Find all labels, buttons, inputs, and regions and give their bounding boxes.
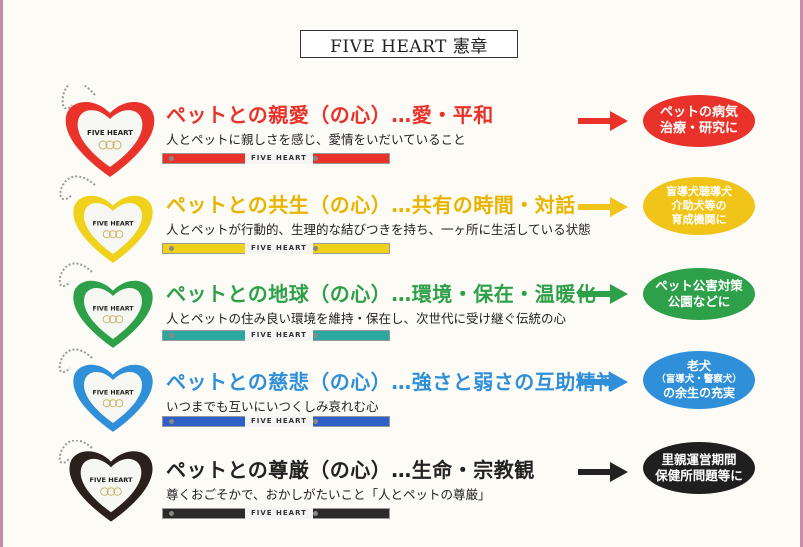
strap-stud-icon bbox=[169, 156, 174, 161]
row-description: 人とペットに親しさを感じ、愛情をいだいていること bbox=[166, 132, 466, 147]
charter-row-1: FIVE HEART ペットとの親愛（の心）…愛・平和 人とペットに親しさを感じ… bbox=[0, 85, 803, 177]
strap-stud-icon bbox=[313, 511, 318, 516]
target-badge: 盲導犬聴導犬 介助犬等の 育成機関に bbox=[643, 177, 755, 235]
strap-label: FIVE HEART bbox=[245, 416, 313, 427]
row-description: 人とペットの住み良い環境を維持・保在し、次世代に受け継ぐ伝統の心 bbox=[166, 311, 567, 326]
target-line: 老犬 bbox=[686, 359, 711, 374]
left-frame-border bbox=[0, 0, 3, 547]
strap-label: FIVE HEART bbox=[245, 330, 313, 341]
page-title: FIVE HEART 憲章 bbox=[300, 30, 518, 58]
heart-keychain-icon: FIVE HEART bbox=[73, 364, 153, 432]
target-line: 盲導犬聴導犬 bbox=[666, 185, 732, 199]
target-badge: ペットの病気 治療・研究に bbox=[643, 95, 755, 147]
ball-chain-icon bbox=[58, 348, 93, 374]
row-description: 尊くおごそかで、おかしがたいこと「人とペットの尊厳」 bbox=[166, 487, 491, 502]
strap-stud-icon bbox=[313, 156, 318, 161]
heart-keychain-icon: FIVE HEART bbox=[69, 451, 153, 522]
target-line: 治療・研究に bbox=[659, 121, 738, 136]
strap-band: FIVE HEART bbox=[162, 416, 390, 427]
strap-stud-icon bbox=[169, 511, 174, 516]
charter-row-4: FIVE HEART ペットとの慈悲（の心）…強さと弱さの互助精神 いつまでも互… bbox=[0, 348, 803, 438]
heart-keychain-icon: FIVE HEART bbox=[73, 280, 153, 348]
strap-band: FIVE HEART bbox=[162, 508, 390, 519]
strap-label: FIVE HEART bbox=[245, 508, 313, 519]
right-frame-border bbox=[800, 0, 803, 547]
target-line: （盲導犬・警察犬） bbox=[656, 374, 742, 386]
heart-label: FIVE HEART bbox=[87, 129, 133, 137]
row-heading: ペットとの親愛（の心）…愛・平和 bbox=[166, 103, 494, 127]
ball-chain-icon bbox=[61, 85, 96, 110]
row-heading: ペットとの地球（の心）…環境・保在・温暖化 bbox=[166, 282, 597, 306]
row-heading: ペットとの慈悲（の心）…強さと弱さの互助精神 bbox=[166, 370, 617, 394]
heart-keychain-icon: FIVE HEART bbox=[73, 195, 153, 263]
heart-keychain-icon: FIVE HEART bbox=[65, 101, 155, 177]
strap-stud-icon bbox=[313, 419, 318, 424]
row-heading: ペットとの共生（の心）…共有の時間・対話 bbox=[166, 193, 576, 217]
target-line: 里親運営期間 bbox=[661, 452, 737, 468]
strap-label: FIVE HEART bbox=[245, 153, 313, 164]
arrow-right-icon bbox=[578, 372, 628, 392]
target-line: 公園などに bbox=[667, 294, 731, 309]
target-badge: 里親運営期間 保健所問題等に bbox=[643, 442, 755, 494]
row-description: いつまでも互いにいつくしみ哀れむ心 bbox=[166, 399, 379, 414]
strap-stud-icon bbox=[313, 246, 318, 251]
arrow-right-icon bbox=[578, 462, 628, 482]
strap-stud-icon bbox=[169, 333, 174, 338]
charter-row-5: FIVE HEART ペットとの尊厳（の心）…生命・宗教観 尊くおごそかで、おか… bbox=[0, 440, 803, 530]
heart-label: FIVE HEART bbox=[92, 389, 134, 396]
target-line: ペットの病気 bbox=[659, 104, 738, 120]
row-description: 人とペットが行動的、生理的な結びつきを持ち、一ヶ所に生活している状態 bbox=[166, 222, 591, 237]
target-line: 保健所問題等に bbox=[655, 468, 743, 483]
strap-stud-icon bbox=[313, 333, 318, 338]
charter-row-3: FIVE HEART ペットとの地球（の心）…環境・保在・温暖化 人とペットの住… bbox=[0, 262, 803, 352]
strap-stud-icon bbox=[169, 419, 174, 424]
ball-chain-icon bbox=[58, 262, 93, 288]
target-line: 介助犬等の bbox=[671, 199, 727, 213]
heart-label: FIVE HEART bbox=[90, 476, 133, 484]
strap-stud-icon bbox=[169, 246, 174, 251]
heart-label: FIVE HEART bbox=[92, 305, 134, 312]
target-line: 育成機関に bbox=[671, 212, 727, 226]
strap-label: FIVE HEART bbox=[245, 243, 313, 254]
ball-chain-icon bbox=[58, 440, 93, 464]
charter-row-2: FIVE HEART ペットとの共生（の心）…共有の時間・対話 人とペットが行動… bbox=[0, 175, 803, 265]
arrow-right-icon bbox=[578, 284, 628, 304]
target-badge: 老犬 （盲導犬・警察犬） の余生の充実 bbox=[643, 351, 755, 409]
strap-band: FIVE HEART bbox=[162, 330, 390, 341]
heart-label: FIVE HEART bbox=[92, 220, 134, 227]
ball-chain-icon bbox=[59, 175, 96, 201]
strap-band: FIVE HEART bbox=[162, 153, 390, 164]
target-badge: ペット公害対策 公園などに bbox=[643, 268, 755, 320]
arrow-right-icon bbox=[578, 197, 628, 217]
target-line: の余生の充実 bbox=[662, 385, 735, 400]
target-line: ペット公害対策 bbox=[655, 278, 743, 294]
arrow-right-icon bbox=[578, 111, 628, 131]
row-heading: ペットとの尊厳（の心）…生命・宗教観 bbox=[166, 458, 535, 482]
strap-band: FIVE HEART bbox=[162, 243, 390, 254]
